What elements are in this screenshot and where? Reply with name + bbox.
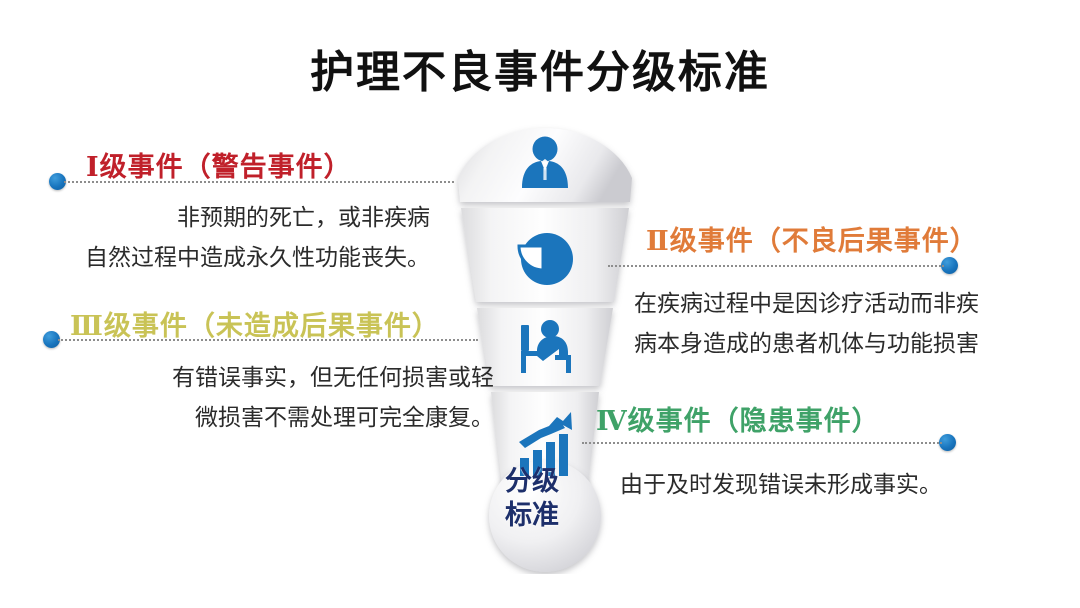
level-2-connector	[608, 265, 944, 267]
pie-chart-icon	[517, 233, 573, 285]
level-2-body: 在疾病过程中是因诊疗活动而非疾 病本身造成的患者机体与功能损害	[634, 284, 1064, 363]
level-4-body-line-1: 由于及时发现错误未形成事实。	[620, 472, 942, 497]
page-title: 护理不良事件分级标准	[310, 48, 770, 97]
level-4-heading: Ⅳ级事件（隐患事件）	[596, 406, 880, 436]
businessman-icon	[522, 136, 568, 188]
funnel-diagram	[440, 104, 650, 574]
level-1-heading: Ⅰ级事件（警告事件）	[86, 152, 352, 182]
level-3-body: 有错误事实，但无任何损害或轻 微损害不需处理可完全康复。	[20, 358, 494, 437]
center-badge-line-1: 分级	[505, 466, 559, 496]
level-3-connector	[58, 339, 478, 341]
level-3-heading: Ⅲ级事件（未造成后果事件）	[70, 311, 440, 341]
level-4-connector	[582, 442, 942, 444]
level-2-body-line-2: 病本身造成的患者机体与功能损害	[634, 330, 979, 356]
level-1-body: 非预期的死亡，或非疾病 自然过程中造成永久性功能丧失。	[0, 198, 430, 277]
center-badge-line-2: 标准	[505, 499, 559, 530]
level-2-bullet[interactable]	[941, 257, 958, 274]
level-1-body-line-1: 非预期的死亡，或非疾病	[177, 205, 430, 230]
level-1-connector	[64, 181, 454, 183]
bar-chart-growth-icon	[519, 412, 572, 476]
level-1-bullet[interactable]	[49, 173, 66, 190]
funnel-badge-circle	[489, 460, 601, 572]
presenter-icon	[521, 320, 571, 373]
level-2-body-line-1: 在疾病过程中是因诊疗活动而非疾	[634, 291, 979, 316]
level-4-body: 由于及时发现错误未形成事实。	[620, 465, 1050, 505]
level-1-body-line-2: 自然过程中造成永久性功能丧失。	[85, 244, 430, 270]
level-3-body-line-2: 微损害不需处理可完全康复。	[195, 404, 494, 430]
center-badge-label: 分级 标准	[478, 465, 586, 533]
level-4-bullet[interactable]	[939, 434, 956, 451]
level-3-body-line-1: 有错误事实，但无任何损害或轻	[172, 365, 494, 390]
level-2-heading: Ⅱ级事件（不良后果事件）	[646, 226, 978, 256]
level-3-bullet[interactable]	[43, 331, 60, 348]
